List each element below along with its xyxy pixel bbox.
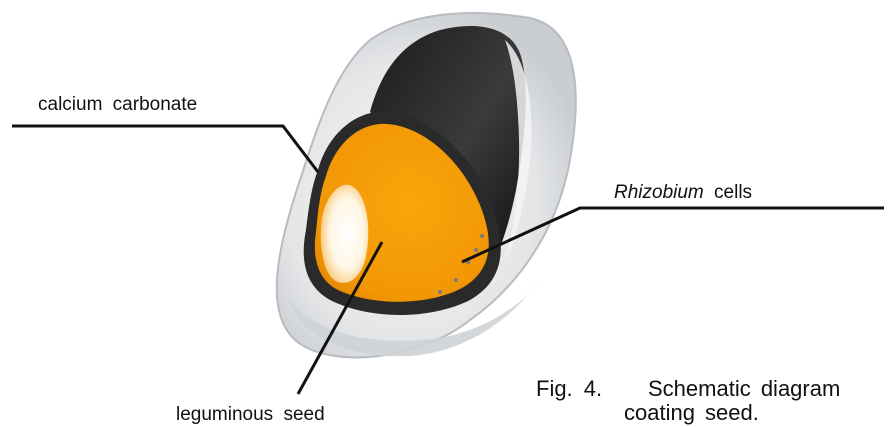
rhizobium-cell-dot [438,290,442,294]
rhizobium-cells-label: Rhizobium cells [614,182,752,204]
rhizobium-label-italic: Rhizobium [614,182,704,203]
rhizobium-cell-dot [454,278,458,282]
figure-caption-line-2: coating seed. [624,402,759,424]
figure-caption-number: Fig. 4. [536,378,602,400]
rhizobium-label-rest: cells [714,182,752,203]
calcium-carbonate-leader-line [12,126,318,172]
rhizobium-cell-dot [474,248,478,252]
figure-caption-line-1: Schematic diagram [648,378,840,400]
rhizobium-cell-dot [480,234,484,238]
calcium-carbonate-label: calcium carbonate [38,94,197,116]
leguminous-seed-label: leguminous seed [176,404,325,426]
